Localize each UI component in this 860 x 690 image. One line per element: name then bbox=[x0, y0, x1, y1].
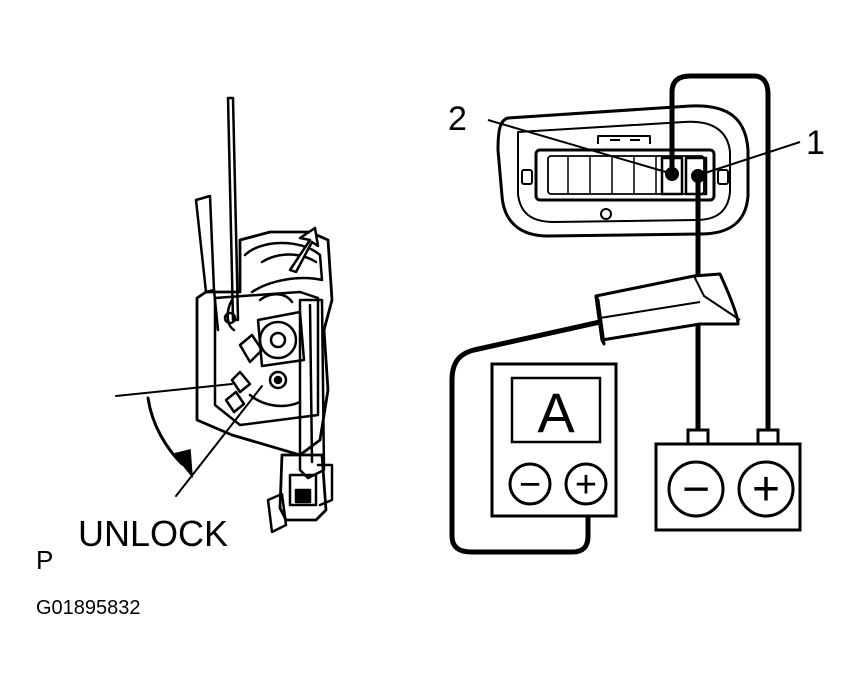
battery-minus-sign: − bbox=[682, 463, 710, 516]
pin-2-leader-line bbox=[487, 119, 667, 173]
lever-reference-line bbox=[115, 383, 233, 397]
ammeter-symbol: A bbox=[537, 381, 575, 444]
battery-plus-sign: + bbox=[752, 463, 780, 516]
wire-probe-to-ammeter bbox=[449, 319, 603, 555]
battery-negative-post bbox=[686, 428, 710, 446]
ammeter-plus-terminal bbox=[564, 462, 608, 506]
clamp-probe bbox=[594, 272, 741, 346]
unlock-label: UNLOCK bbox=[78, 513, 228, 554]
ammeter-plus-sign: + bbox=[575, 464, 597, 506]
unlock-leader-line bbox=[175, 385, 263, 497]
battery-minus-terminal bbox=[667, 460, 725, 518]
ammeter-minus-terminal bbox=[508, 462, 552, 506]
battery: − + bbox=[654, 428, 802, 532]
pin-1-label: 1 bbox=[806, 124, 825, 162]
door-lock-assembly bbox=[194, 96, 334, 534]
battery-positive-post bbox=[756, 428, 780, 446]
figure-code-label: G01895832 bbox=[36, 597, 141, 619]
ammeter-minus-sign: − bbox=[519, 464, 541, 506]
ammeter-display bbox=[510, 376, 602, 444]
unlock-indicator bbox=[115, 383, 263, 497]
unlock-arrow-head bbox=[172, 449, 193, 479]
wire-terminal2-to-battery-plus bbox=[669, 73, 771, 435]
pin-2-label: 2 bbox=[448, 100, 467, 138]
ammeter: A − + bbox=[490, 362, 618, 518]
p-marker-label: P bbox=[36, 545, 53, 575]
battery-plus-terminal bbox=[737, 460, 795, 518]
pin-1-leader-line bbox=[701, 141, 801, 175]
